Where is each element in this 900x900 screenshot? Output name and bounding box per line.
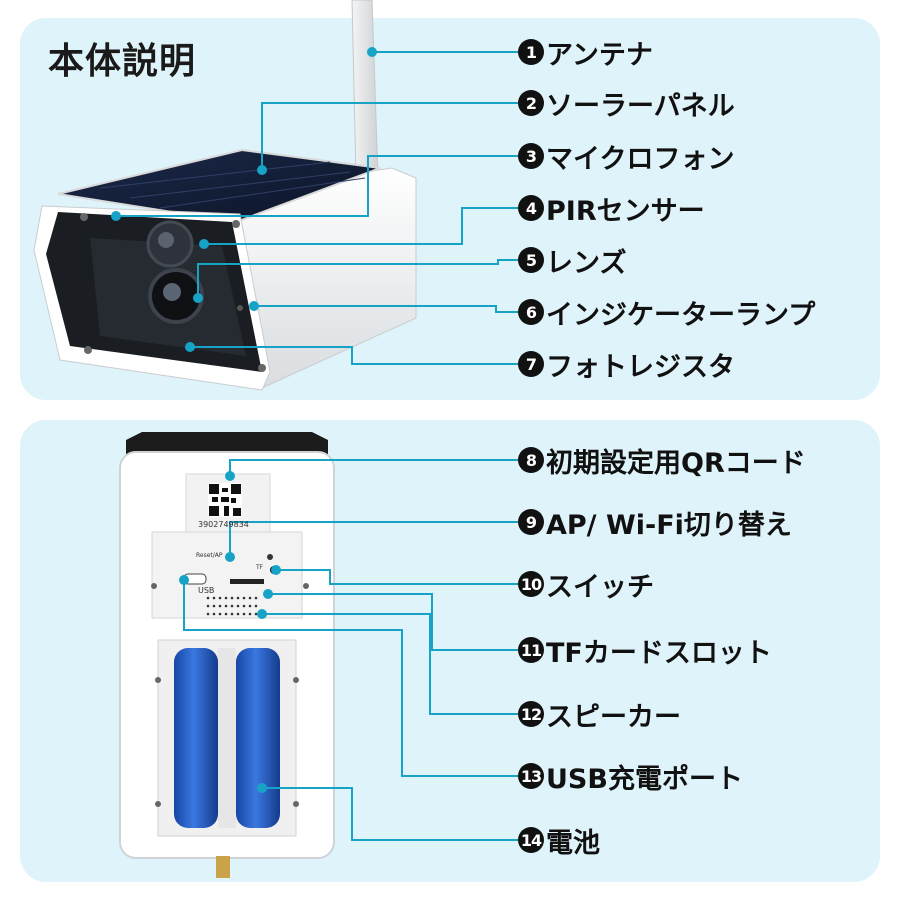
callout-text: マイクロフォン <box>546 143 735 175</box>
callout-text: レンズ <box>546 247 627 279</box>
reset-port-label: Reset/AP <box>196 552 223 559</box>
callout-number: 5 <box>518 247 544 273</box>
callout-number: 7 <box>518 351 544 377</box>
speaker-grille <box>206 596 258 616</box>
callout-number: 2 <box>518 90 544 116</box>
callout-text: フォトレジスタ <box>546 351 735 383</box>
callout-text: 電池 <box>546 827 600 859</box>
usb-port-label: USB <box>198 586 215 595</box>
callout-speaker: 12 スピーカー <box>518 697 681 733</box>
callout-number: 8 <box>518 447 544 473</box>
callout-text: USB充電ポート <box>546 763 743 795</box>
callout-ap-wifi-switch: 9 AP/ Wi-Fi切り替え <box>518 505 792 541</box>
callout-number: 9 <box>518 509 544 535</box>
callout-text: ソーラーパネル <box>546 90 735 122</box>
callout-number: 11 <box>518 637 544 663</box>
callout-tf-card-slot: 11 TFカードスロット <box>518 633 772 669</box>
callout-microphone: 3 マイクロフォン <box>518 139 735 175</box>
callout-number: 4 <box>518 195 544 221</box>
callout-text: アンテナ <box>546 39 653 71</box>
callout-number: 1 <box>518 39 544 65</box>
callout-number: 6 <box>518 299 544 325</box>
callout-dots <box>111 47 377 793</box>
callout-text: インジケーターランプ <box>546 299 816 331</box>
callout-photoresistor: 7 フォトレジスタ <box>518 347 735 383</box>
callout-lens: 5 レンズ <box>518 243 627 279</box>
callout-text: 初期設定用QRコード <box>546 447 806 479</box>
back-illustration <box>119 432 335 878</box>
callout-text: スイッチ <box>546 571 654 603</box>
callout-number: 12 <box>518 701 544 727</box>
callout-pir-sensor: 4 PIRセンサー <box>518 191 705 227</box>
callout-text: スピーカー <box>546 701 681 733</box>
tf-slot-label: TF <box>256 564 264 571</box>
page-title: 本体説明 <box>48 41 197 82</box>
callout-number: 14 <box>518 827 544 853</box>
callout-number: 10 <box>518 571 544 597</box>
leader-lines <box>116 51 518 841</box>
callout-text: AP/ Wi-Fi切り替え <box>546 509 792 541</box>
callout-battery: 14 電池 <box>518 823 600 859</box>
callout-antenna: 1 アンテナ <box>518 35 653 71</box>
callout-solar-panel: 2 ソーラーパネル <box>518 86 735 122</box>
camera-illustration <box>33 0 417 391</box>
callout-text: PIRセンサー <box>546 195 705 227</box>
callout-text: TFカードスロット <box>546 637 772 669</box>
callout-number: 3 <box>518 143 544 169</box>
qr-serial: 3902749834 <box>198 520 249 529</box>
callout-usb-port: 13 USB充電ポート <box>518 759 743 795</box>
callout-number: 13 <box>518 763 544 789</box>
callout-switch: 10 スイッチ <box>518 567 654 603</box>
callout-qr-code: 8 初期設定用QRコード <box>518 443 806 479</box>
callout-indicator-lamp: 6 インジケーターランプ <box>518 295 816 331</box>
